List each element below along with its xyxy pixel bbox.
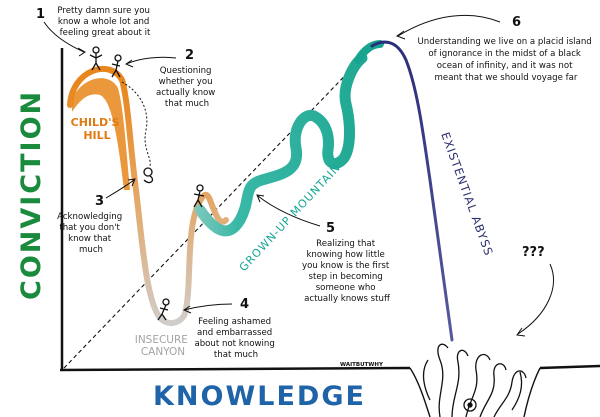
- stick-figure-4-icon: [157, 298, 170, 321]
- step-1-number: 1: [36, 7, 45, 22]
- stick-figure-2-icon: [111, 54, 122, 78]
- x-axis-label: KNOWLEDGE: [153, 381, 366, 412]
- signature: WAITBUTWHY: [340, 362, 384, 368]
- step-6-text: Understanding we live on a placid island…: [418, 37, 595, 83]
- existential-abyss-label: EXISTENTIAL ABYSS: [438, 130, 496, 258]
- step-4-arrow: [182, 303, 233, 314]
- x-axis-line: [59, 366, 411, 372]
- right-ground-line: [539, 364, 600, 370]
- dashed-diagonal-line: [63, 59, 361, 369]
- question-marks: ???: [522, 245, 545, 260]
- loop-scribble: [121, 81, 151, 167]
- step-1-arrow: [43, 21, 86, 57]
- question-marks-arrow: [516, 263, 554, 337]
- step-5-text: Realizing that knowing how little you kn…: [302, 239, 392, 304]
- y-axis-label: CONVICTION: [16, 90, 47, 300]
- step-5-number: 5: [326, 221, 335, 236]
- step-3-number: 3: [95, 194, 104, 209]
- stick-figure-3-icon: [143, 167, 154, 184]
- step-2-text: Questioning whether you actually know th…: [156, 66, 218, 109]
- step-6-arrow: [395, 14, 501, 40]
- step-5-arrow: [256, 194, 321, 227]
- stick-figure-1-icon: [89, 46, 103, 71]
- step-3-text: Acknowledging that you don't know that m…: [57, 212, 125, 255]
- stick-figure-5-icon: [193, 184, 205, 208]
- step-4-text: Feeling ashamed and embarrassed about no…: [194, 317, 277, 360]
- step-2-arrow: [124, 56, 177, 68]
- step-3-arrow: [105, 178, 136, 199]
- abyss-tentacles-icon: [422, 343, 527, 417]
- step-4-number: 4: [240, 297, 249, 312]
- step-2-number: 2: [185, 48, 194, 63]
- step-6-number: 6: [512, 15, 521, 30]
- axes: CONVICTION KNOWLEDGE: [16, 48, 600, 412]
- insecure-canyon-label: INSECURE CANYON: [135, 334, 192, 358]
- abyss-pit: [409, 367, 541, 417]
- grown-up-mountain-curve: [194, 40, 384, 237]
- childs-hill-curve: [67, 66, 229, 326]
- childs-hill-label: CHILD'S HILL: [71, 116, 124, 142]
- existential-abyss-curve: [370, 40, 454, 342]
- step-1-text: Pretty damn sure you know a whole lot an…: [57, 6, 152, 38]
